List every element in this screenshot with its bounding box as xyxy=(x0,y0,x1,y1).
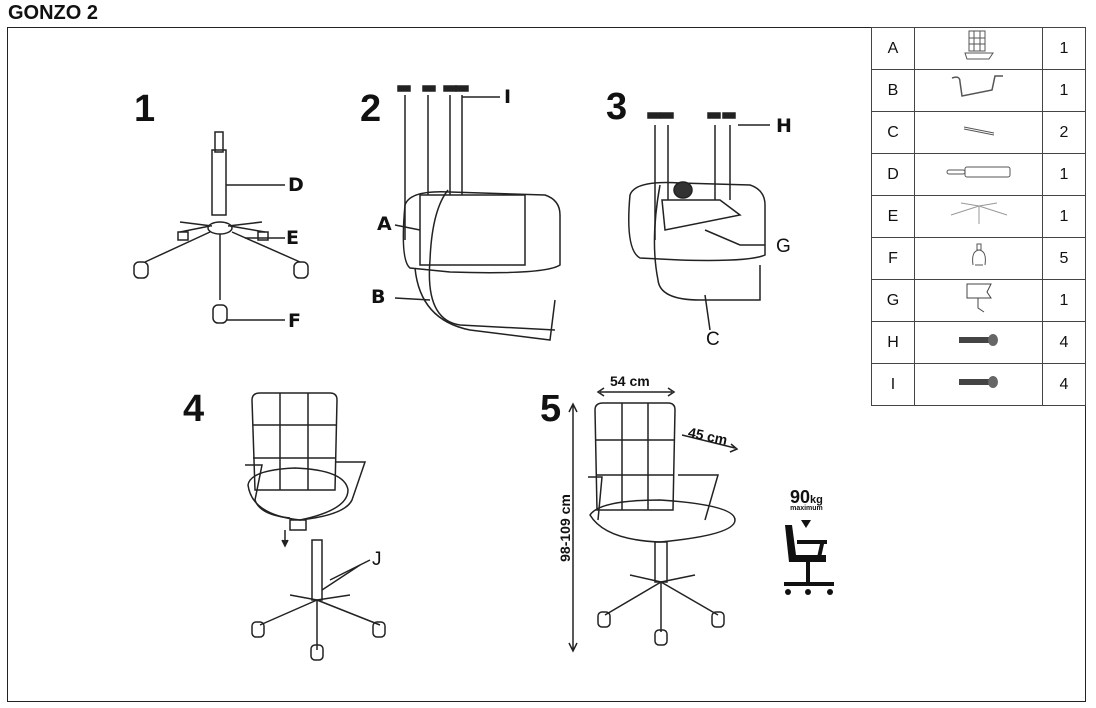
bar-icon xyxy=(959,124,999,141)
step-number-3: 3 xyxy=(606,86,628,128)
part-letter: D xyxy=(871,153,915,196)
weight-limit: 90kg maximum xyxy=(790,487,823,512)
star-base-icon xyxy=(947,202,1011,231)
label-h: H xyxy=(776,115,792,137)
part-quantity: 1 xyxy=(1042,279,1086,322)
step-number-4: 4 xyxy=(183,388,205,430)
part-letter: A xyxy=(871,27,915,70)
part-quantity: 4 xyxy=(1042,363,1086,406)
parts-row: F 5 xyxy=(871,237,1086,280)
parts-row: G 1 xyxy=(871,279,1086,322)
label-f: F xyxy=(288,310,301,332)
parts-row: I 4 xyxy=(871,363,1086,406)
label-i: I xyxy=(504,86,512,108)
label-b: B xyxy=(371,286,386,308)
parts-row: E 1 xyxy=(871,195,1086,238)
part-quantity: 1 xyxy=(1042,69,1086,112)
part-quantity: 1 xyxy=(1042,153,1086,196)
part-image xyxy=(914,363,1043,406)
part-letter: F xyxy=(871,237,915,280)
label-a: A xyxy=(377,213,392,235)
parts-row: D 1 xyxy=(871,153,1086,196)
bolt-icon xyxy=(957,334,1001,351)
part-quantity: 1 xyxy=(1042,195,1086,238)
part-letter: H xyxy=(871,321,915,364)
part-image xyxy=(914,321,1043,364)
step3-mechanism-drawing xyxy=(628,112,770,331)
label-c: C xyxy=(706,329,720,350)
part-image xyxy=(914,69,1043,112)
label-e: E xyxy=(286,227,299,249)
caster-icon xyxy=(970,243,988,273)
weight-unit: kg xyxy=(810,494,823,506)
part-letter: G xyxy=(871,279,915,322)
part-quantity: 2 xyxy=(1042,111,1086,154)
part-image xyxy=(914,27,1043,70)
gas-lift-icon xyxy=(944,166,1014,183)
label-j: J xyxy=(372,549,382,570)
step-number-5: 5 xyxy=(540,388,562,430)
step5-chair-drawing xyxy=(321,387,739,653)
step4-chair-drawing xyxy=(245,392,386,661)
dimension-width: 54 cm xyxy=(610,373,650,389)
parts-row: B 1 xyxy=(871,69,1086,112)
document-title: GONZO 2 xyxy=(8,2,99,24)
part-image xyxy=(914,237,1043,280)
part-quantity: 4 xyxy=(1042,321,1086,364)
bolt-icon xyxy=(957,376,1001,393)
part-quantity: 1 xyxy=(1042,27,1086,70)
part-letter: I xyxy=(871,363,915,406)
mechanism-icon xyxy=(962,283,996,319)
seat-backrest-icon xyxy=(959,30,999,67)
part-image xyxy=(914,153,1043,196)
parts-row: A 1 xyxy=(871,27,1086,70)
part-letter: C xyxy=(871,111,915,154)
dimension-height: 98-109 cm xyxy=(557,494,573,562)
part-letter: B xyxy=(871,69,915,112)
weight-note: maximum xyxy=(790,505,823,512)
label-d: D xyxy=(288,174,304,196)
part-image xyxy=(914,279,1043,322)
part-quantity: 5 xyxy=(1042,237,1086,280)
parts-row: C 2 xyxy=(871,111,1086,154)
step1-base-drawing xyxy=(133,131,309,324)
weight-value: 90 xyxy=(790,487,811,507)
step2-seat-drawing xyxy=(394,85,561,341)
parts-row: H 4 xyxy=(871,321,1086,364)
step-number-2: 2 xyxy=(360,88,382,130)
part-image xyxy=(914,195,1043,238)
part-letter: E xyxy=(871,195,915,238)
part-image xyxy=(914,111,1043,154)
label-g: G xyxy=(776,236,791,257)
armrest-frame-icon xyxy=(949,75,1009,107)
instruction-frame xyxy=(7,27,1086,702)
step-number-1: 1 xyxy=(134,88,156,130)
weight-limit-icon xyxy=(784,520,834,595)
